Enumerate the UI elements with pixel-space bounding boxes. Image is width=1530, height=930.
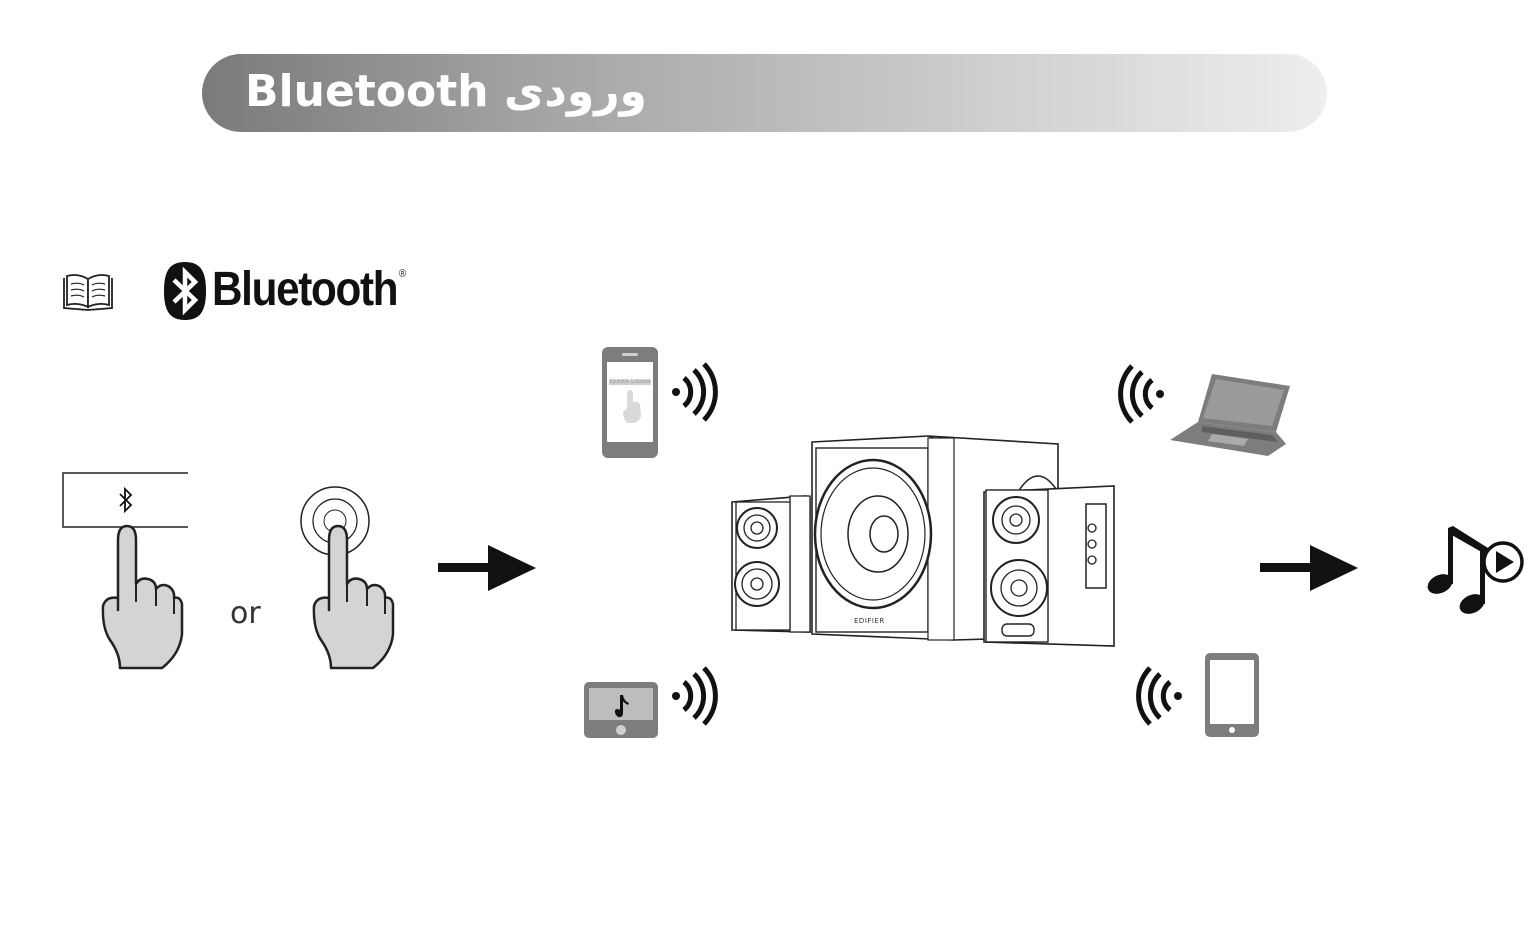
- finger-press-icon: [312, 524, 395, 670]
- bluetooth-wordmark: Bluetooth®: [212, 262, 406, 317]
- arrow-right-icon: [438, 545, 536, 591]
- header-banner: [202, 54, 1327, 132]
- wifi-signal-icon: [1118, 364, 1164, 424]
- left-satellite-speaker: [731, 495, 811, 633]
- smartphone-icon: [602, 347, 658, 458]
- bluetooth-wordmark-text: Bluetooth: [212, 263, 399, 316]
- page-title: Bluetooth ورودی: [245, 66, 647, 117]
- wifi-signal-icon: [1136, 666, 1182, 726]
- music-player-icon: [584, 682, 658, 738]
- tablet-icon: [1205, 653, 1259, 737]
- right-satellite-speaker: [983, 485, 1115, 647]
- wifi-signal-icon: [672, 666, 718, 726]
- manual-book-icon: [63, 274, 113, 311]
- or-separator: or: [230, 596, 261, 631]
- registered-mark: ®: [398, 268, 406, 280]
- bluetooth-symbol-icon: [119, 486, 133, 514]
- bluetooth-logo-icon: [164, 262, 206, 320]
- speaker-system-icon: [731, 435, 1115, 647]
- arrow-right-icon: [1260, 545, 1358, 591]
- wifi-signal-icon: [672, 362, 718, 422]
- laptop-icon: [1170, 374, 1290, 456]
- speaker-brand: EDIFIER: [854, 617, 885, 625]
- finger-press-icon: [101, 524, 184, 670]
- music-play-icon: [1427, 526, 1524, 614]
- phone-screen-label: EDIFIER S350DB: [609, 379, 651, 385]
